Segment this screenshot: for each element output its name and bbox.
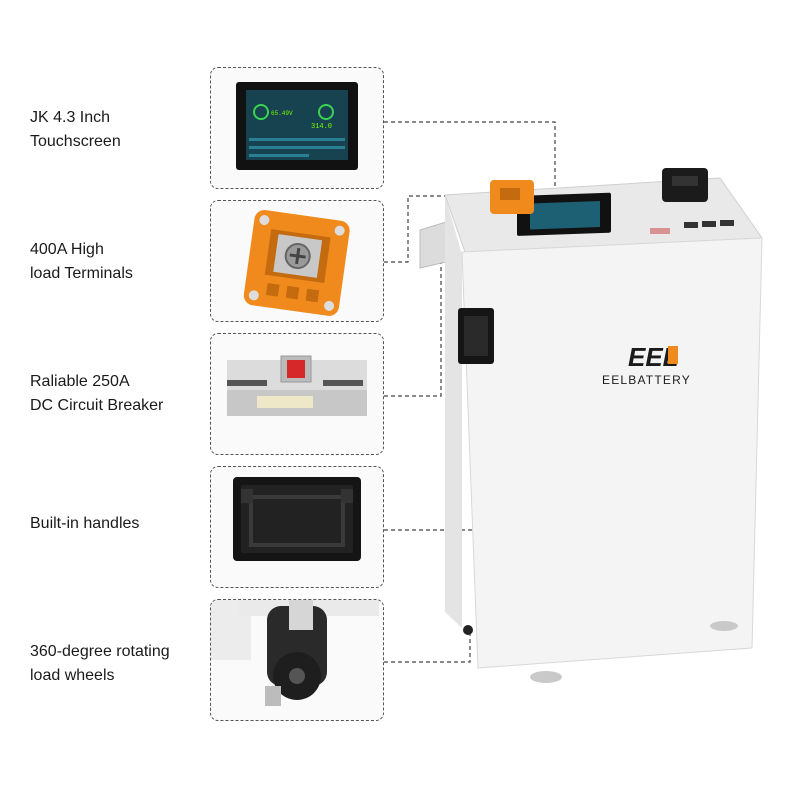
label-breaker-line2: DC Circuit Breaker — [30, 397, 164, 414]
label-breaker-line1: Raliable 250A — [30, 373, 130, 390]
handle-image — [233, 477, 361, 561]
brand-name: EELBATTERY — [602, 373, 691, 387]
label-touchscreen: JK 4.3 Inch Touchscreen — [30, 106, 121, 154]
label-touchscreen-line1: JK 4.3 Inch — [30, 109, 111, 126]
label-wheels: 360-degree rotating load wheels — [30, 640, 170, 688]
terminal-image — [243, 210, 350, 316]
label-terminals-line2: load Terminals — [30, 265, 133, 282]
screen-voltage: 65.49V — [271, 110, 293, 117]
detail-wheels — [210, 599, 384, 721]
breaker-image — [227, 355, 367, 416]
detail-touchscreen: 65.49V 314.0 — [210, 67, 384, 189]
label-wheels-line2: load wheels — [30, 667, 115, 684]
detail-handles — [210, 466, 384, 588]
detail-breaker — [210, 333, 384, 455]
label-terminals-line1: 400A High — [30, 241, 104, 258]
detail-terminals — [210, 200, 384, 322]
label-handles-line1: Built-in handles — [30, 515, 140, 532]
label-touchscreen-line2: Touchscreen — [30, 133, 121, 150]
touchscreen-image: 65.49V 314.0 — [236, 82, 358, 170]
label-wheels-line1: 360-degree rotating — [30, 643, 170, 660]
wheel-image — [211, 600, 379, 706]
label-breaker: Raliable 250A DC Circuit Breaker — [30, 370, 163, 418]
label-handles: Built-in handles — [30, 512, 139, 536]
screen-value: 314.0 — [311, 123, 332, 131]
label-terminals: 400A High load Terminals — [30, 238, 133, 286]
